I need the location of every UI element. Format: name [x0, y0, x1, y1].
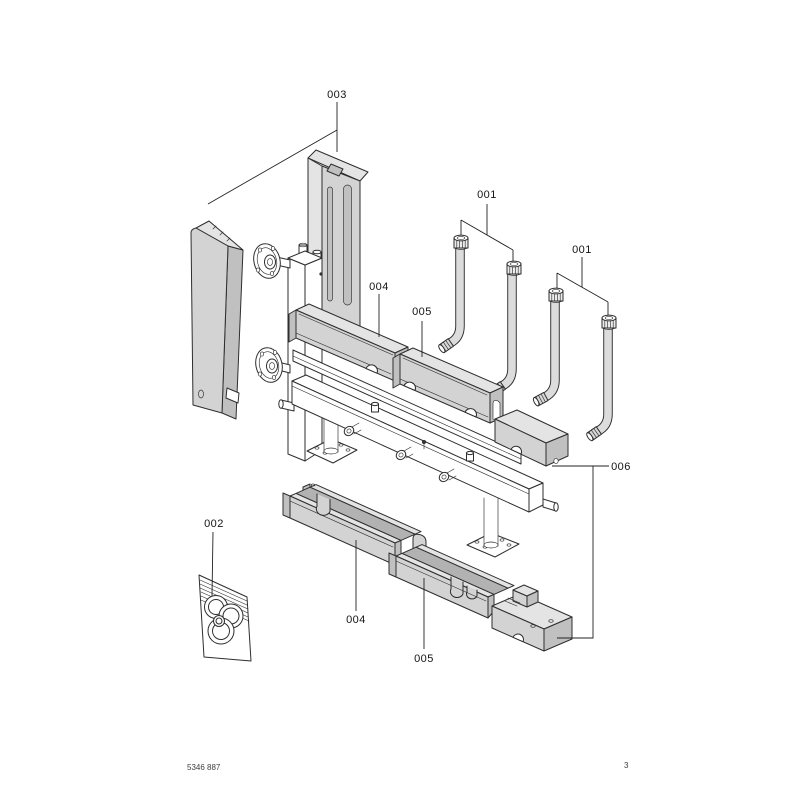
manifold-beam	[278, 374, 559, 513]
label-006: 006	[611, 461, 631, 473]
plate-hole	[474, 540, 480, 544]
insulation-shell-005-top	[392, 347, 504, 424]
label-003: 003	[327, 89, 347, 101]
leader-006	[552, 465, 609, 639]
label-001-left: 001	[477, 189, 497, 201]
label-004-bottom: 004	[346, 614, 366, 626]
leg-foot	[483, 541, 499, 549]
pipe-001-b	[489, 260, 522, 398]
rail-face	[292, 349, 522, 465]
left-end-face	[388, 552, 397, 578]
rail-edge-line	[292, 355, 522, 460]
ridge-line	[289, 500, 394, 548]
pipe-notch	[403, 381, 416, 391]
pipe-notch	[464, 408, 477, 418]
bottom-step-notch	[225, 387, 240, 404]
o-ring-small	[213, 615, 225, 627]
footer-page-number: 3	[624, 761, 629, 770]
union-nut	[506, 260, 522, 276]
cap-nut	[371, 401, 379, 413]
footer-doc-number: 5346 887	[187, 763, 221, 772]
leader-lines	[207, 102, 609, 649]
label-004-top: 004	[369, 281, 389, 293]
label-002: 002	[204, 518, 224, 530]
left-end-face	[282, 492, 291, 519]
mounting-hole	[198, 389, 204, 399]
tube	[543, 297, 559, 401]
union-nut	[548, 287, 564, 303]
left-end-face	[288, 309, 297, 343]
screw	[422, 440, 426, 444]
label-001-right: 001	[572, 244, 592, 256]
top-groove	[504, 597, 521, 607]
fixing-hole	[548, 619, 554, 623]
right-face	[543, 616, 573, 652]
tube	[500, 270, 516, 390]
insulation-panel-left	[190, 220, 244, 420]
leader-003	[207, 102, 338, 205]
left-end-face	[392, 353, 401, 389]
leg-edges	[483, 497, 499, 547]
end-channel-cut	[492, 400, 501, 420]
screw	[319, 272, 323, 276]
insulation-shell-005-bottom	[388, 533, 515, 619]
groove-wide	[343, 184, 352, 306]
plate-hole	[314, 446, 320, 450]
insulation-end-block-006-bottom	[491, 584, 573, 652]
leader-002	[211, 531, 214, 597]
tube	[596, 324, 612, 435]
support-leg-rear	[466, 497, 520, 558]
fixing-hole	[310, 483, 316, 487]
callout-labels: 003 001 001 004 005 006 002 004 005	[204, 89, 631, 665]
front-face	[190, 227, 229, 414]
plate-hole	[499, 538, 505, 542]
insulation-end-cap-006-top	[494, 409, 569, 467]
leg-foot	[323, 447, 339, 455]
ridge-line	[395, 560, 487, 602]
right-face	[545, 433, 569, 467]
support-rail	[292, 349, 522, 465]
stub-cap	[312, 249, 322, 255]
leader-001-left	[460, 204, 514, 261]
label-005-top: 005	[412, 306, 432, 318]
union-nut	[601, 314, 617, 330]
plate-hole	[338, 443, 344, 447]
left-stub-cap	[278, 399, 284, 409]
raised-tab-side	[526, 590, 539, 608]
column-top-face	[287, 250, 323, 266]
plate-hole	[345, 448, 351, 452]
flange-lower	[251, 344, 291, 386]
cap-nut	[466, 450, 474, 462]
pipe-001-d	[585, 314, 617, 443]
plate-hole	[506, 543, 512, 547]
fixing-hole	[553, 458, 559, 464]
tube	[448, 244, 464, 347]
beam-edge-line	[291, 385, 530, 495]
pipe-notch	[510, 445, 523, 455]
tongue-tab	[449, 576, 464, 599]
top-face	[307, 149, 369, 182]
pipe-notch	[512, 633, 524, 643]
pipe-notch	[365, 364, 378, 374]
fixing-hole	[530, 624, 536, 628]
pipe-001-a	[437, 234, 469, 355]
flange-upper	[249, 240, 291, 282]
pipe-001-c	[531, 287, 564, 408]
top-notches	[212, 225, 231, 242]
groove-narrow	[327, 186, 333, 302]
top-notch	[326, 163, 344, 177]
insulation-shell-004-bottom	[282, 483, 422, 566]
gasket-bag-002	[198, 574, 252, 662]
leader-001-right	[556, 257, 609, 315]
vent-cap	[298, 242, 308, 248]
union-nut	[453, 234, 469, 250]
leg-cylinder	[484, 498, 498, 546]
right-stub-cap	[553, 502, 559, 512]
label-005-bottom: 005	[414, 653, 434, 665]
